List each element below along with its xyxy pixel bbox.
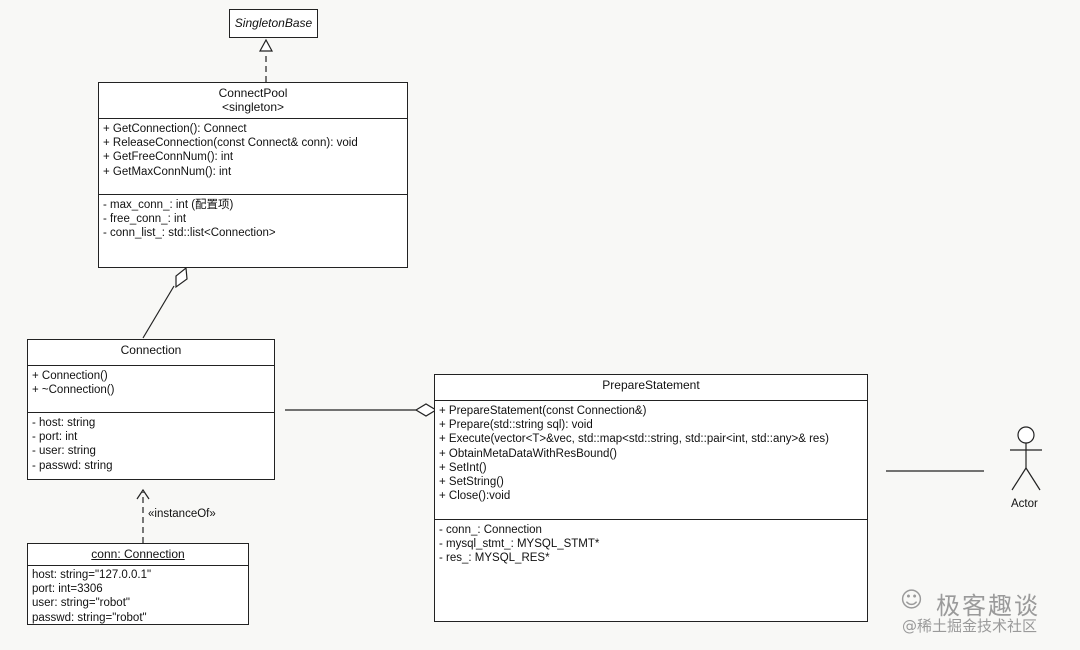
connectpool-operations: + GetConnection(): Connect + ReleaseConn… [99, 118, 407, 194]
watermark-logo-icon: ☺ [900, 588, 923, 613]
attribute: - conn_: Connection [439, 524, 542, 536]
aggregation-line-connectpool [142, 285, 175, 339]
conn-instance-object: conn: Connection host: string="127.0.0.1… [27, 543, 249, 625]
attribute: - free_conn_: int [103, 213, 187, 226]
singletonbase-class: SingletonBase [229, 9, 318, 38]
preparestatement-attributes: - conn_: Connection - mysql_stmt_: MYSQL… [435, 519, 867, 569]
connection-operations: + Connection() + ~Connection() [28, 365, 274, 412]
watermark-title: 极客趣谈 [936, 592, 1040, 620]
operation: + Execute(vector<T>&vec, std::map<std::s… [439, 433, 829, 446]
actor-figure [1010, 426, 1042, 491]
slot: host: string="127.0.0.1" [32, 569, 152, 581]
preparestatement-name: PrepareStatement [602, 378, 700, 392]
operation: + Prepare(std::string sql): void [439, 419, 593, 432]
operation: + PrepareStatement(const Connection&) [439, 405, 647, 417]
aggregation-diamond-connectpool [175, 266, 188, 289]
singletonbase-name: SingletonBase [234, 16, 313, 30]
slot: user: string="robot" [32, 597, 130, 610]
attribute: - port: int [32, 431, 78, 444]
attribute: - host: string [32, 417, 96, 429]
slot: port: int=3306 [32, 583, 103, 596]
connection-attributes: - host: string - port: int - user: strin… [28, 412, 274, 476]
attribute: - conn_list_: std::list<Connection> [103, 227, 276, 240]
operation: + Connection() [32, 370, 108, 382]
aggregation-diamond-preparestatement [414, 403, 438, 417]
instanceof-arrowhead [136, 488, 150, 500]
attribute: - res_: MYSQL_RES* [439, 552, 550, 565]
operation: + GetMaxConnNum(): int [103, 165, 232, 178]
instanceof-label: «instanceOf» [148, 508, 216, 520]
connectpool-attributes: - max_conn_: int (配置项) - free_conn_: int… [99, 194, 407, 244]
preparestatement-class: PrepareStatement + PrepareStatement(cons… [434, 374, 868, 622]
connectpool-header: ConnectPool <singleton> [99, 83, 407, 118]
preparestatement-operations: + PrepareStatement(const Connection&) + … [435, 400, 867, 519]
operation: + GetConnection(): Connect [103, 123, 247, 135]
operation: + GetFreeConnNum(): int [103, 151, 234, 164]
operation: + ObtainMetaDataWithResBound() [439, 447, 618, 460]
attribute: - max_conn_: int (配置项) [103, 199, 234, 211]
operation: + Close():void [439, 490, 511, 503]
watermark-subtitle: @稀土掘金技术社区 [902, 617, 1038, 635]
attribute: - passwd: string [32, 459, 113, 472]
operation: + SetInt() [439, 461, 487, 474]
connection-name: Connection [120, 343, 182, 357]
actor-label: Actor [1011, 498, 1038, 510]
connection-class: Connection + Connection() + ~Connection(… [27, 339, 275, 480]
conn-instance-name: conn: Connection [91, 547, 185, 561]
conn-instance-slots: host: string="127.0.0.1" port: int=3306 … [28, 565, 248, 628]
operation: + SetString() [439, 476, 504, 489]
connectpool-class: ConnectPool <singleton> + GetConnection(… [98, 82, 408, 268]
operation: + ReleaseConnection(const Connect& conn)… [103, 137, 358, 150]
connectpool-stereotype: <singleton> [221, 100, 285, 114]
connectpool-name: ConnectPool [218, 86, 288, 100]
attribute: - user: string [32, 445, 96, 458]
slot: passwd: string="robot" [32, 611, 147, 624]
realization-arrowhead [258, 38, 274, 52]
operation: + ~Connection() [32, 384, 115, 397]
attribute: - mysql_stmt_: MYSQL_STMT* [439, 538, 600, 551]
